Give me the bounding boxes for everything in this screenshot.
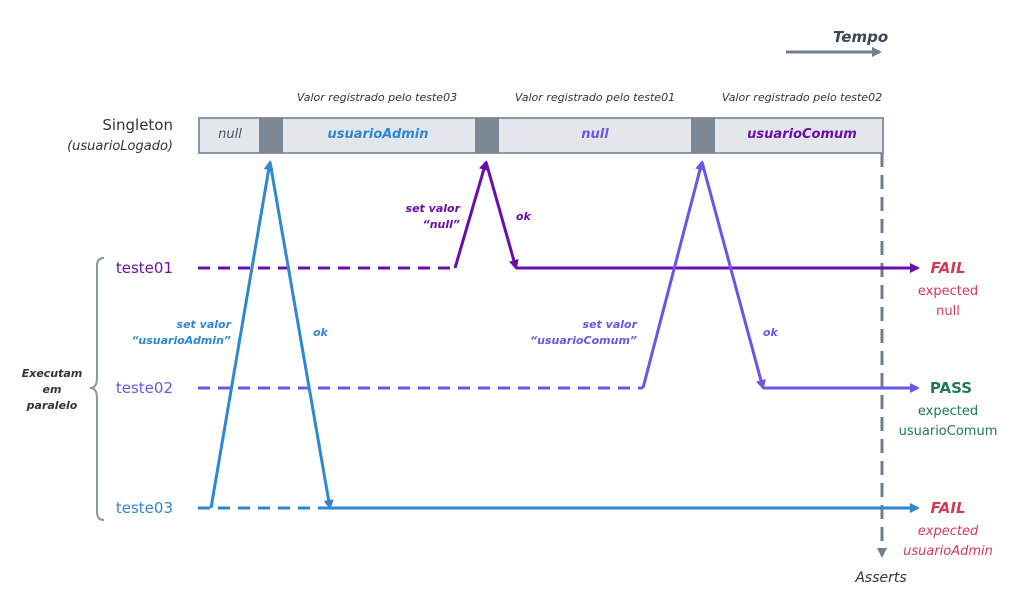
teste02-expected: expected	[917, 404, 979, 419]
teste03-expected-value: usuarioAdmin	[903, 544, 993, 559]
segment-null: null	[581, 127, 609, 142]
teste02-result: PASS	[929, 379, 973, 397]
test-name-teste01: teste01	[115, 259, 173, 277]
lock-block-2	[475, 118, 499, 153]
singleton-bar	[198, 117, 884, 154]
teste01-set-label-line1: set valor	[405, 202, 460, 215]
registered-label-teste02: Valor registrado pelo teste02	[721, 91, 883, 104]
teste03-set-label-line1: set valor	[176, 318, 231, 331]
tempo-label: Tempo	[833, 28, 889, 46]
singleton-title: Singleton	[102, 116, 173, 134]
segment-null-initial: null	[218, 127, 242, 142]
teste03-expected: expected	[917, 524, 979, 539]
segment-usuarioAdmin: usuarioAdmin	[327, 127, 429, 142]
teste01-ok-label: ok	[516, 210, 531, 223]
teste01-timeline	[198, 160, 920, 273]
lock-block-3	[691, 118, 715, 153]
teste03-ok-label: ok	[313, 326, 328, 339]
teste01-set-label-line2: “null”	[422, 218, 460, 231]
teste02-set-label-line2: “usuarioComum”	[530, 334, 637, 347]
teste01-result: FAIL	[930, 259, 966, 277]
teste01-expected: expected	[917, 284, 979, 299]
teste03-set-label-line2: “usuarioAdmin”	[131, 334, 231, 347]
parallel-bracket	[89, 257, 105, 521]
teste03-result: FAIL	[930, 499, 966, 517]
segment-usuarioComum: usuarioComum	[747, 127, 857, 142]
parallel-label-line1: Executam	[21, 367, 83, 380]
singleton-subtitle: (usuarioLogado)	[67, 139, 173, 154]
test-name-teste03: teste03	[115, 499, 173, 517]
teste02-timeline	[198, 160, 920, 393]
teste02-set-label-line1: set valor	[582, 318, 637, 331]
registered-label-teste03: Valor registrado pelo teste03	[296, 91, 458, 104]
asserts-label: Asserts	[855, 570, 907, 586]
parallel-label-line3: paralelo	[26, 399, 78, 412]
teste02-expected-value: usuarioComum	[898, 424, 998, 439]
teste02-ok-label: ok	[763, 326, 778, 339]
teste01-expected-value: null	[936, 304, 960, 319]
teste03-timeline	[198, 160, 920, 513]
parallel-label-line2: em	[42, 383, 62, 396]
test-name-teste02: teste02	[115, 379, 173, 397]
registered-label-teste01: Valor registrado pelo teste01	[514, 91, 676, 104]
lock-block-1	[259, 118, 283, 153]
